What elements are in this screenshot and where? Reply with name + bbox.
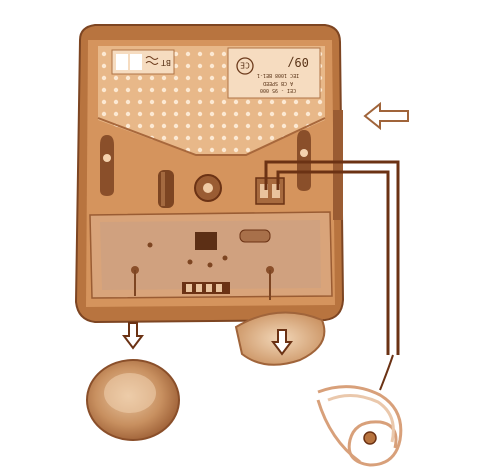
circuit-board xyxy=(90,212,332,300)
sensor-cable-coil xyxy=(318,387,401,465)
capacitor xyxy=(158,170,174,208)
terminal-block xyxy=(256,178,284,204)
housing-side-tab xyxy=(333,110,343,220)
left-arrow-icon xyxy=(365,104,408,128)
label-number: 09/ xyxy=(287,55,309,69)
battery-lid-left xyxy=(87,360,179,440)
label-line-1: IEC 1008 BE1-1 xyxy=(257,72,299,78)
bt-sticker: BT xyxy=(112,50,174,74)
label-line-2: A CB SPEED xyxy=(263,80,293,86)
label-line-3: CEI - 95 000 xyxy=(260,87,296,93)
potentiometer xyxy=(195,175,221,201)
mounting-slot-left xyxy=(100,135,114,196)
bt-mark: BT xyxy=(161,58,171,67)
ce-mark: CE xyxy=(240,61,250,70)
down-arrow-icon xyxy=(124,323,142,348)
rating-label: CE 09/ IEC 1008 BE1-1 A CB SPEED CEI - 9… xyxy=(228,48,320,98)
